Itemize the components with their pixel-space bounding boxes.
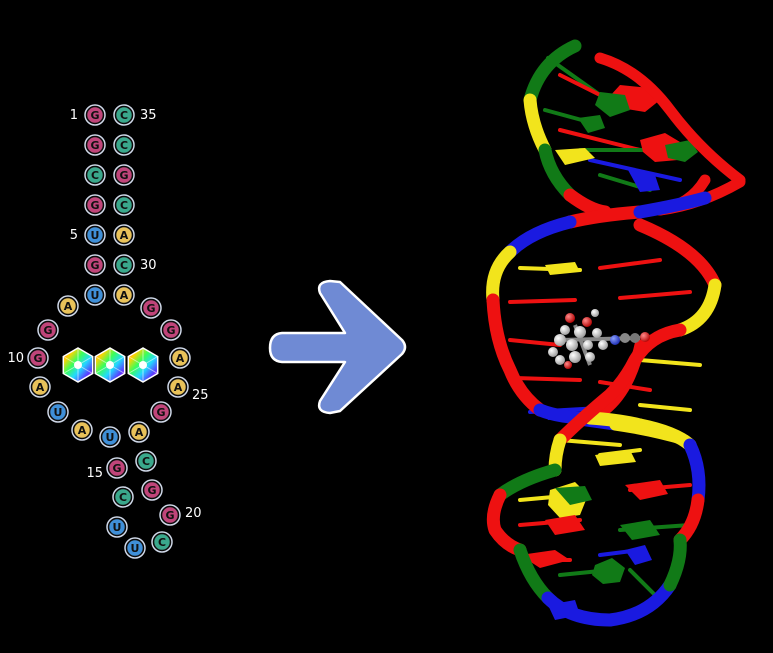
backbone-ribbon	[486, 39, 722, 627]
nucleotide-letter: C	[142, 455, 150, 468]
nucleotide-26: A	[169, 347, 191, 369]
nucleotide-28: G	[140, 297, 162, 319]
nucleotide-letter: C	[91, 169, 99, 182]
nucleotide-24: G	[150, 401, 172, 423]
nucleotide-letter: U	[54, 406, 63, 419]
nucleotide-letter: A	[135, 426, 144, 439]
nucleotide-letter: G	[90, 139, 99, 152]
nucleotide-letter: U	[106, 431, 115, 444]
nucleotide-29: A	[113, 284, 135, 306]
nucleotide-25: A	[167, 376, 189, 398]
nucleotide-letter: G	[112, 462, 121, 475]
nucleotide-letter: C	[120, 109, 128, 122]
nucleotide-letter: G	[165, 509, 174, 522]
nucleotide-letter: G	[156, 406, 165, 419]
nucleotide-letter: G	[166, 324, 175, 337]
nucleotide-17: U	[106, 516, 128, 538]
position-label-20: 20	[185, 506, 202, 521]
nucleotide-letter: G	[43, 324, 52, 337]
nucleotide-letter: A	[120, 229, 129, 242]
nucleotide-20: G	[159, 504, 181, 526]
nucleotide-19: C	[151, 531, 173, 553]
position-label-25: 25	[192, 388, 209, 403]
nucleotide-letter: A	[176, 352, 185, 365]
nucleotide-letter: G	[90, 259, 99, 272]
nucleotide-letter: U	[113, 521, 122, 534]
position-label-30: 30	[140, 258, 157, 273]
nucleotide-letter: A	[78, 424, 87, 437]
nucleotide-letter: G	[33, 352, 42, 365]
ligand-hexagon-icon	[62, 347, 159, 383]
position-label-10: 10	[7, 351, 24, 366]
nucleotide-2: G	[84, 134, 106, 156]
nucleotide-6: G	[84, 254, 106, 276]
ligand-molecule	[548, 309, 650, 369]
nucleotide-11: A	[29, 376, 51, 398]
nucleotide-letter: A	[120, 289, 129, 302]
nucleotide-letter: C	[158, 536, 166, 549]
nucleotide-34: C	[113, 134, 135, 156]
nucleotide-35: C	[113, 104, 135, 126]
nucleotide-3: C	[84, 164, 106, 186]
nucleotide-31: A	[113, 224, 135, 246]
nucleotide-letter: A	[36, 381, 45, 394]
nucleotide-letter: U	[91, 289, 100, 302]
nucleotide-18: U	[124, 537, 146, 559]
nucleotide-5: U	[84, 224, 106, 246]
nucleotide-21: G	[141, 479, 163, 501]
base-plates	[520, 85, 698, 620]
nucleotide-10: G	[27, 347, 49, 369]
nucleotide-letter: A	[174, 381, 183, 394]
nucleotide-letter: G	[90, 199, 99, 212]
nucleotide-15: G	[106, 457, 128, 479]
nucleotide-letter: G	[119, 169, 128, 182]
nucleotide-27: G	[160, 319, 182, 341]
nucleotide-16: C	[112, 486, 134, 508]
position-label-15: 15	[86, 466, 103, 481]
nucleotide-letter: C	[120, 259, 128, 272]
position-label-35: 35	[140, 108, 157, 123]
position-label-5: 5	[70, 228, 78, 243]
nucleotide-33: G	[113, 164, 135, 186]
nucleotide-30: C	[113, 254, 135, 276]
nucleotide-letter: G	[146, 302, 155, 315]
nucleotide-letter: C	[120, 139, 128, 152]
nucleotide-32: C	[113, 194, 135, 216]
position-label-1: 1	[70, 108, 78, 123]
nucleotide-13: A	[71, 419, 93, 441]
nucleotide-letter: G	[90, 109, 99, 122]
nucleotide-9: G	[37, 319, 59, 341]
nucleotide-7: U	[84, 284, 106, 306]
nucleotide-22: C	[135, 450, 157, 472]
right-arrow-icon	[268, 279, 407, 415]
nucleotide-letter: U	[91, 229, 100, 242]
rna-3d-structure	[486, 39, 746, 627]
nucleotide-14: U	[99, 426, 121, 448]
nucleotide-letter: A	[64, 300, 73, 313]
nucleotide-23: A	[128, 421, 150, 443]
nucleotide-letter: C	[119, 491, 127, 504]
nucleotide-1: G	[84, 104, 106, 126]
nucleotide-letter: U	[131, 542, 140, 555]
nucleotide-letter: G	[147, 484, 156, 497]
nucleotide-12: U	[47, 401, 69, 423]
nucleotide-4: G	[84, 194, 106, 216]
nucleotide-letter: C	[120, 199, 128, 212]
nucleotide-8: A	[57, 295, 79, 317]
